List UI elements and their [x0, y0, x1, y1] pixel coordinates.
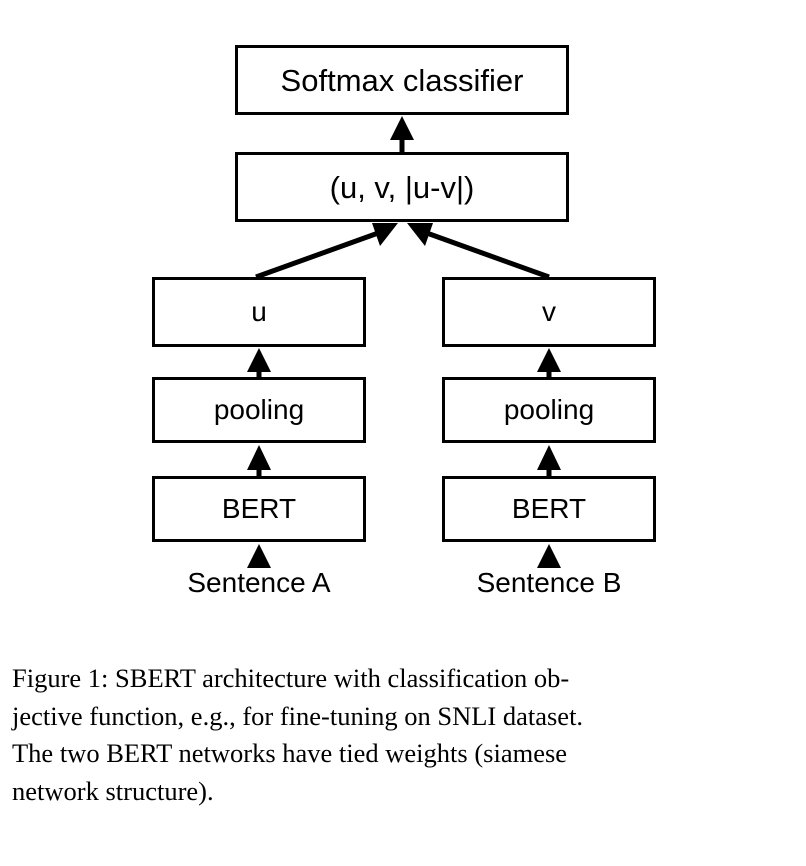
- arrow-pooling-left-to-u: [247, 348, 271, 377]
- node-bert-right: BERT: [442, 476, 656, 542]
- caption-line-1: Figure 1: SBERT architecture with classi…: [12, 663, 570, 693]
- node-softmax-classifier: Softmax classifier: [235, 45, 569, 115]
- figure-diagram: Softmax classifier (u, v, |u-v|) u v poo…: [152, 45, 656, 598]
- arrow-sentence-b-to-bert-right: [537, 544, 561, 568]
- caption-line-2: jective function, e.g., for fine-tuning …: [12, 700, 584, 731]
- arrow-u-to-concat: [255, 223, 398, 280]
- node-pooling-left: pooling: [152, 377, 366, 443]
- arrow-sentence-a-to-bert-left: [247, 544, 271, 568]
- figure-caption: Figure 1: SBERT architecture with classi…: [12, 660, 794, 811]
- node-pooling-right: pooling: [442, 377, 656, 443]
- arrow-concat-to-softmax: [390, 116, 414, 152]
- arrow-bert-right-to-pooling-right: [537, 445, 561, 476]
- arrow-pooling-right-to-v: [537, 348, 561, 377]
- caption-line-3: The two BERT networks have tied weights …: [12, 738, 568, 769]
- node-embedding-u: u: [152, 277, 366, 347]
- arrow-v-to-concat: [407, 223, 550, 280]
- caption-line-4: network structure).: [12, 775, 214, 806]
- arrow-bert-left-to-pooling-left: [247, 445, 271, 476]
- node-bert-left: BERT: [152, 476, 366, 542]
- input-label-sentence-a: Sentence A: [187, 567, 331, 598]
- node-embedding-v: v: [442, 277, 656, 347]
- input-label-sentence-b: Sentence B: [476, 567, 622, 598]
- node-feature-concatenation: (u, v, |u-v|): [235, 152, 569, 222]
